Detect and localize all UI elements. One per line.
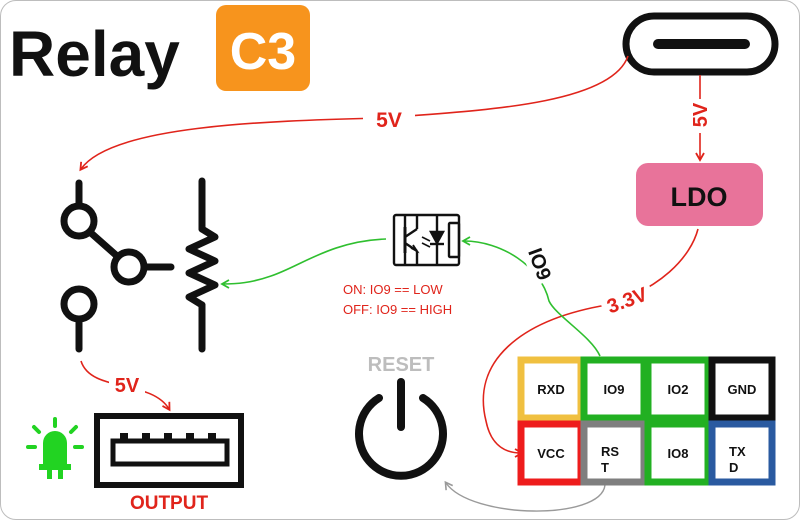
- svg-text:T: T: [601, 460, 609, 475]
- optocoupler-icon: [392, 213, 461, 267]
- svg-text:RXD: RXD: [537, 382, 564, 397]
- pin-header: RXD IO9 IO2 GND VCC RS T IO8 TX: [517, 356, 776, 486]
- wire-rst-to-reset: [444, 480, 606, 512]
- opto-off-note: OFF: IO9 == HIGH: [343, 302, 452, 317]
- ldo-label: LDO: [671, 182, 728, 212]
- pin-rst: RS T: [580, 420, 648, 486]
- opto-on-note: ON: IO9 == LOW: [343, 282, 443, 297]
- svg-text:GND: GND: [728, 382, 757, 397]
- label-usb-to-relay: 5V: [376, 109, 402, 132]
- logo-text: Relay: [9, 18, 180, 90]
- wire-opto-to-coil: [220, 238, 387, 289]
- usb-c-port-icon: [622, 12, 779, 76]
- led-icon: [26, 417, 84, 479]
- usb-a-port-icon: [94, 413, 244, 488]
- label-ldo-to-vcc: 3.3V: [604, 283, 651, 318]
- pin-io8: IO8: [644, 420, 712, 486]
- logo-badge: C3: [216, 5, 310, 91]
- output-label: OUTPUT: [130, 493, 209, 514]
- pin-io2: IO2: [644, 356, 712, 422]
- svg-text:IO8: IO8: [668, 446, 689, 461]
- power-button-icon[interactable]: [355, 378, 447, 480]
- pin-vcc: VCC: [517, 420, 585, 486]
- svg-text:RS: RS: [601, 444, 619, 459]
- label-relay-to-output: 5V: [115, 375, 140, 397]
- pin-txd: TX D: [708, 420, 776, 486]
- relay-coil-icon: [185, 177, 219, 353]
- svg-text:IO9: IO9: [604, 382, 625, 397]
- svg-text:VCC: VCC: [537, 446, 565, 461]
- logo-badge-bg: [216, 5, 310, 91]
- svg-text:IO2: IO2: [668, 382, 689, 397]
- logo-badge-text: C3: [230, 23, 296, 81]
- svg-text:D: D: [729, 460, 738, 475]
- svg-text:TX: TX: [729, 444, 746, 459]
- pin-gnd: GND: [708, 356, 776, 422]
- relay-switch-icon: [60, 179, 175, 353]
- pin-rxd: RXD: [517, 356, 585, 422]
- ldo-box: LDO: [636, 163, 763, 226]
- wire-ldo-to-vcc: [482, 228, 699, 458]
- pin-io9: IO9: [580, 356, 648, 422]
- reset-label: RESET: [368, 354, 435, 376]
- wire-io9-to-opto: [461, 236, 601, 357]
- label-usb-to-ldo: 5V: [690, 102, 712, 127]
